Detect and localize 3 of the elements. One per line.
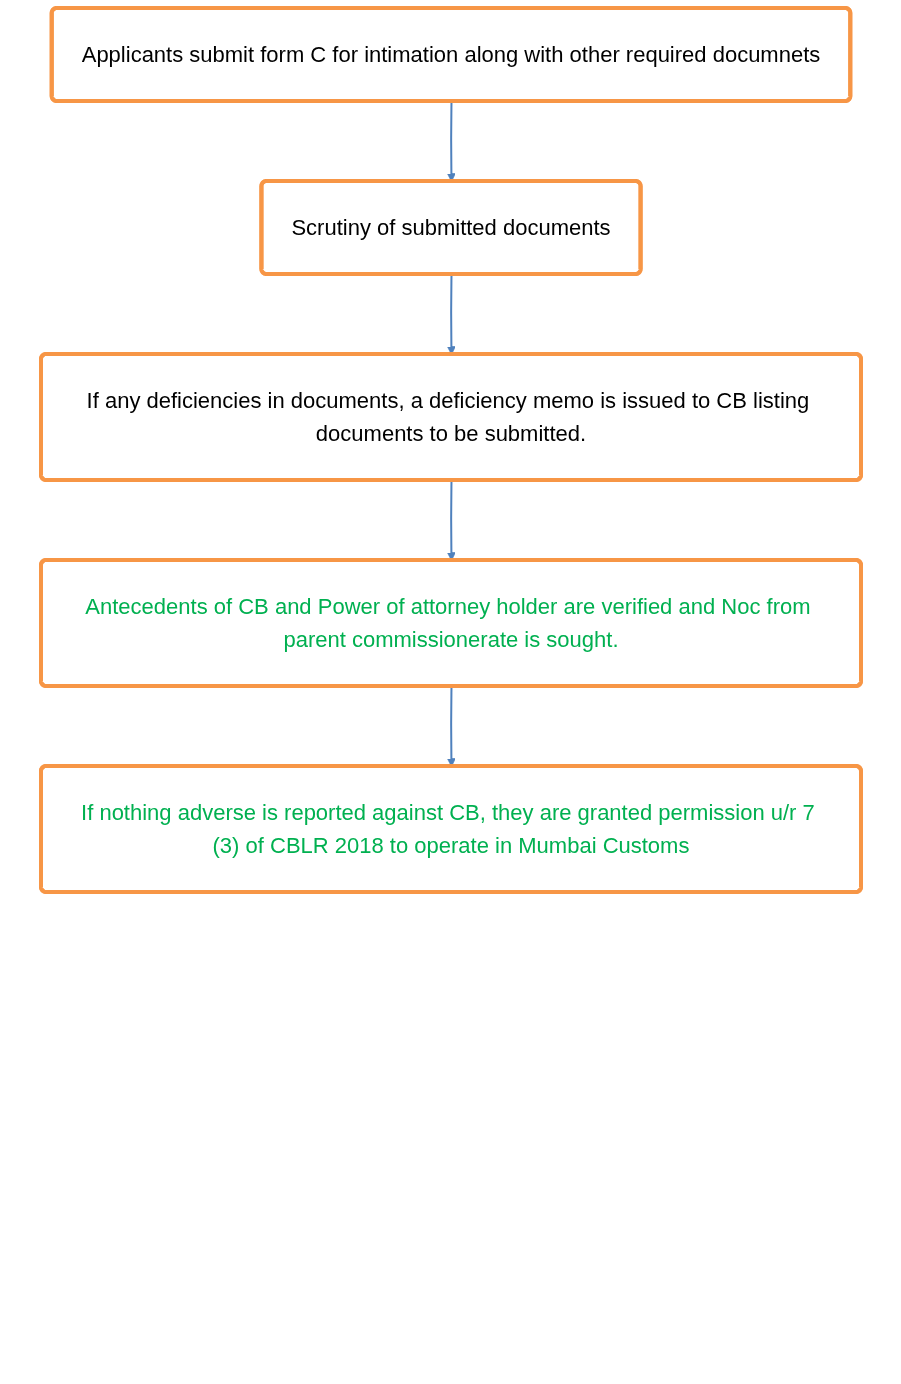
node-text: If nothing adverse is reported against CB, they are granted permission u/r 7 (3) of CBLR 2018 to operate in Mumbai Customs bbox=[80, 800, 815, 858]
node-text: Antecedents of CB and Power of attorney holder are verified and Noc from parent commissionerate is sought. bbox=[84, 594, 811, 652]
node-text: If any deficiencies in documents, a deficiency memo is issued to CB listing documents to be submitted. bbox=[86, 388, 809, 446]
